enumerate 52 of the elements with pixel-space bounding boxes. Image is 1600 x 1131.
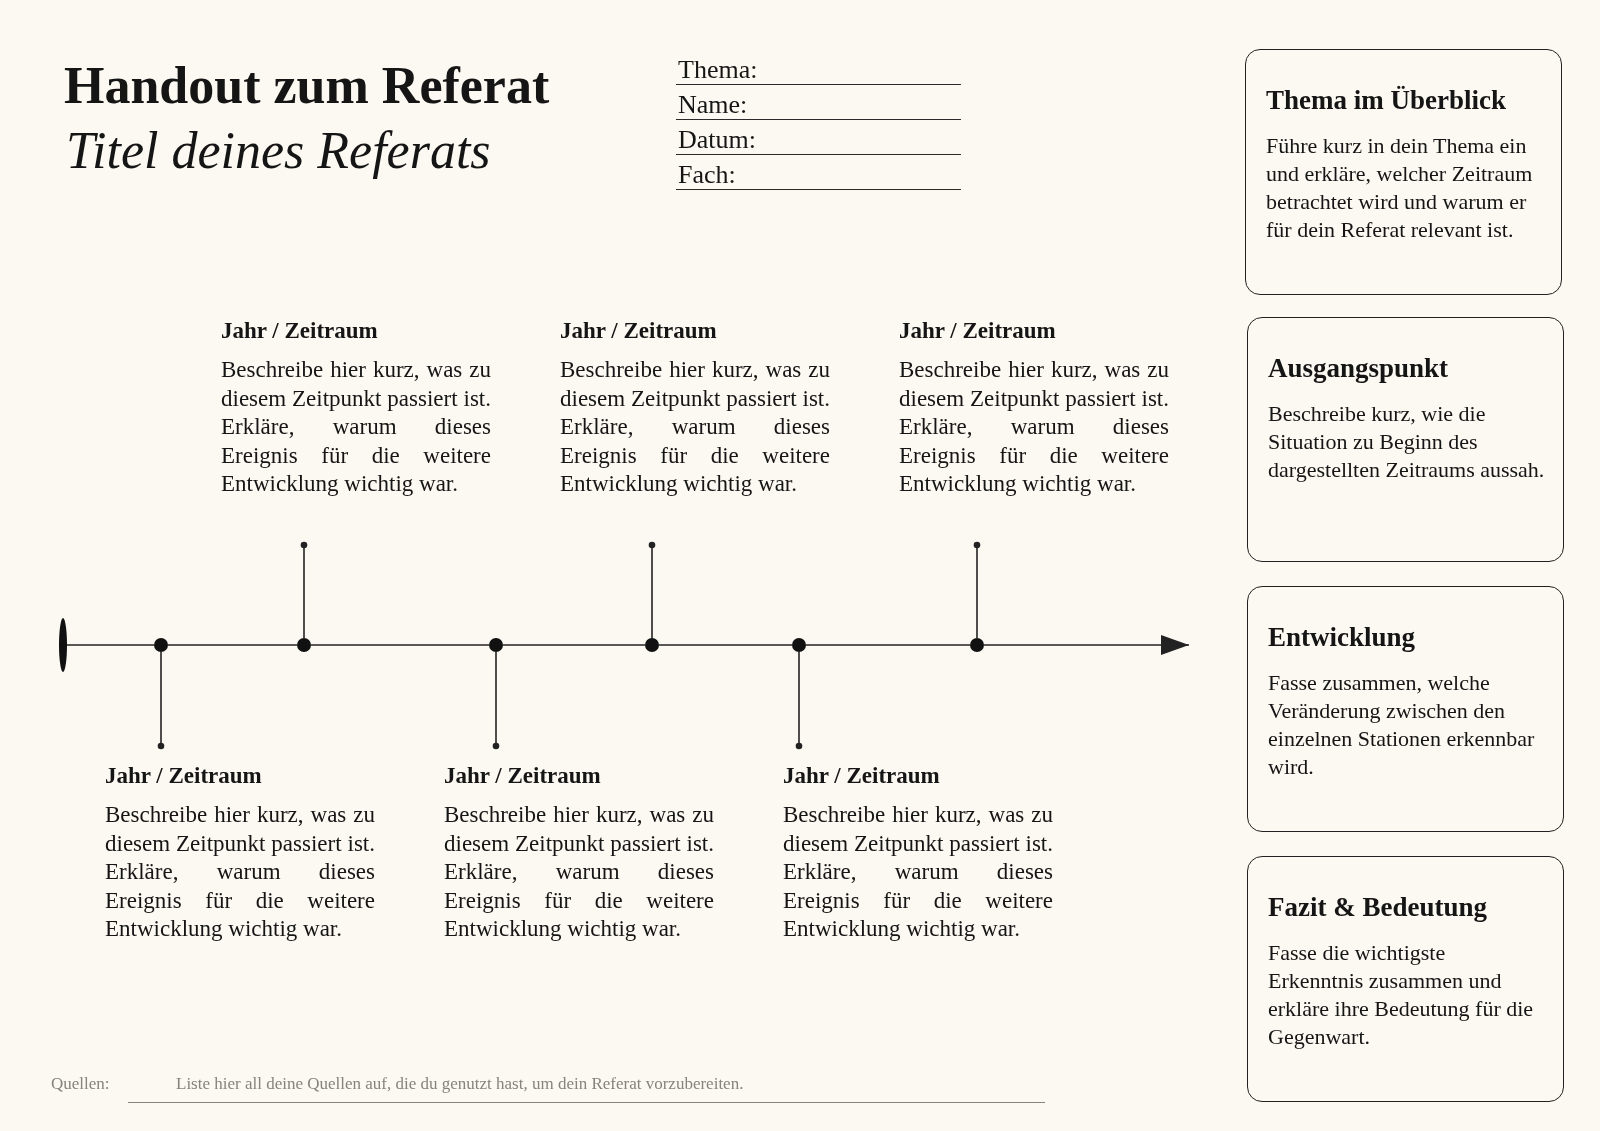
timeline-line [167,644,298,646]
event-description: Beschreibe hier kurz, was zu diesem Zeitpunkt passiert ist. Erkläre, warum dieses Ereignis für die weitere Entwicklung wichtig war. [783,801,1053,943]
timeline-line [66,644,155,646]
event-description: Beschreibe hier kurz, was zu diesem Zeitpunkt passiert ist. Erkläre, warum dieses Ereignis für die weitere Entwicklung wichtig war. [560,356,830,498]
timeline-dot-icon [970,638,984,652]
sources-input-field: Liste hier all deine Quellen auf, die du genutzt hast, um dein Referat vorzubereiten. [128,1069,1045,1103]
field-label: Quellen: [51,1073,110,1095]
timeline-dot-icon [154,638,168,652]
field-label: Fach: [678,160,736,190]
event-description: Beschreibe hier kurz, was zu diesem Zeitpunkt passiert ist. Erkläre, warum dieses Ereignis für die weitere Entwicklung wichtig war. [221,356,491,498]
event-heading: Jahr / Zeitraum [560,317,717,345]
timeline-start-icon [59,618,67,672]
field-label: Thema: [678,55,758,85]
timeline-dot-icon [792,638,806,652]
card-heading: Entwicklung [1268,621,1416,654]
timeline-dot-icon [297,638,311,652]
event-description: Beschreibe hier kurz, was zu diesem Zeitpunkt passiert ist. Erkläre, warum dieses Ereignis für die weitere Entwicklung wichtig war. [899,356,1169,498]
leader-line [795,651,803,750]
event-heading: Jahr / Zeitraum [899,317,1056,345]
event-heading: Jahr / Zeitraum [444,762,601,790]
card-heading: Ausgangspunkt [1268,352,1449,385]
card-text: Fasse die wichtigste Erkenntnis zusammen und erkläre ihre Bedeutung für die Gegenwart. [1268,939,1535,1051]
info-card [1247,856,1564,1102]
timeline-line [658,644,793,646]
card-text: Führe kurz in dein Thema ein und erkläre, welcher Zeitraum betrachtet wird und warum er für dein Referat relevant ist. [1266,132,1534,244]
field-label: Name: [678,90,748,120]
timeline-dot-icon [645,638,659,652]
leader-line [157,651,165,750]
title: Handout zum Referat [64,56,550,116]
card-heading: Fazit & Bedeutung [1268,891,1487,924]
field-label: Datum: [678,125,756,155]
info-card [1245,49,1562,295]
leader-line [492,651,500,750]
subtitle: Titel deines Referats [66,121,491,181]
event-heading: Jahr / Zeitraum [105,762,262,790]
leader-line [648,541,656,639]
card-text: Fasse zusammen, welche Veränderung zwischen den einzelnen Stationen erkennbar wird. [1268,669,1536,781]
info-card [1247,317,1564,562]
card-text: Beschreibe kurz, wie die Situation zu Beginn des dargestellten Zeitraums aussah. [1268,400,1545,484]
event-description: Beschreibe hier kurz, was zu diesem Zeitpunkt passiert ist. Erkläre, warum dieses Ereignis für die weitere Entwicklung wichtig war. [444,801,714,943]
leader-line [973,541,981,639]
timeline-arrow [983,635,1190,655]
info-card [1247,586,1564,832]
event-heading: Jahr / Zeitraum [221,317,378,345]
timeline-dot-icon [489,638,503,652]
timeline-line [310,644,490,646]
event-heading: Jahr / Zeitraum [783,762,940,790]
card-heading: Thema im Überblick [1266,84,1506,117]
timeline-line [805,644,971,646]
event-description: Beschreibe hier kurz, was zu diesem Zeitpunkt passiert ist. Erkläre, warum dieses Ereignis für die weitere Entwicklung wichtig war. [105,801,375,943]
timeline-line [502,644,646,646]
leader-line [300,541,308,639]
